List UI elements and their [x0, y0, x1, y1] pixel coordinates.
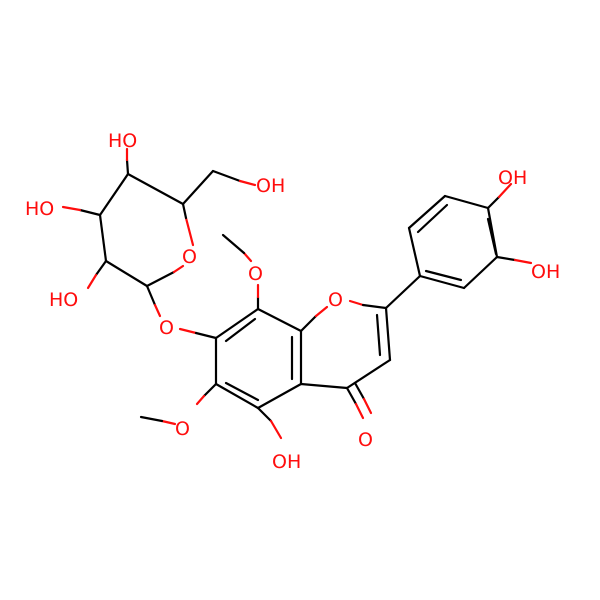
chromone-a-substituent-bonds: [139, 233, 283, 440]
oh-para-label: OH: [498, 167, 527, 189]
o-carbonyl-label: O: [358, 429, 373, 451]
sugar-substituent-bonds: [61, 147, 257, 340]
oh-5-label: OH: [272, 451, 301, 473]
oh-meta-label: OH: [531, 261, 560, 283]
chromone-c-ring-bonds: [299, 299, 392, 420]
oh-ch2-label: OH: [256, 175, 285, 197]
o-methoxy-6-label: O: [175, 418, 190, 440]
o-chromone-ring-label: O: [328, 289, 343, 311]
o-glycosidic-label: O: [159, 317, 174, 339]
chromone-a-ring-bonds: [214, 307, 303, 410]
oh-sugar-top-label: HO: [108, 130, 137, 152]
sugar-ring-bonds: [98, 172, 195, 288]
oh-sugar-bottom-label: HO: [49, 289, 78, 311]
atom-labels: HO OH HO O HO O O O O OH O OH OH: [25, 130, 560, 473]
o-methoxy-8-label: O: [248, 263, 263, 285]
b-ring-bonds: [384, 182, 533, 310]
o-sugar-ring-label: O: [182, 246, 197, 268]
oh-sugar-left-label: HO: [25, 198, 54, 220]
